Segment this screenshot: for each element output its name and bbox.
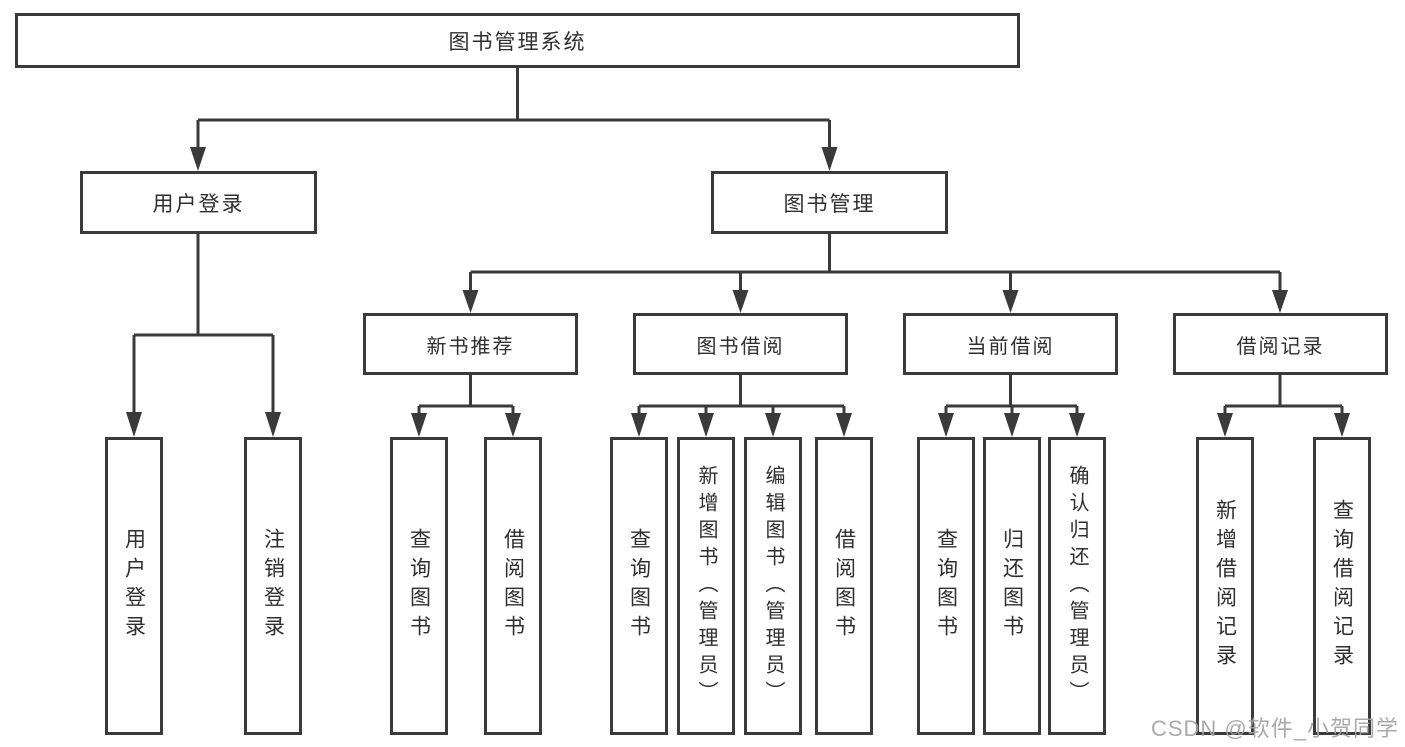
node-book-borrow: 图书借阅 bbox=[633, 313, 848, 375]
node-return-book: 归还图书 bbox=[983, 437, 1041, 735]
node-query-books-borrow: 查询图书 bbox=[610, 437, 668, 735]
node-confirm-return-admin: 确认归还（管理员） bbox=[1048, 437, 1106, 735]
node-query-books-recommend: 查询图书 bbox=[390, 437, 448, 735]
node-new-book-recommend: 新书推荐 bbox=[363, 313, 578, 375]
watermark: CSDN @软件_小贺同学 bbox=[1150, 716, 1399, 741]
node-query-books-current: 查询图书 bbox=[917, 437, 975, 735]
node-library-system: 图书管理系统 bbox=[15, 13, 1020, 68]
node-add-book-admin: 新增图书（管理员） bbox=[677, 437, 735, 735]
node-current-borrow: 当前借阅 bbox=[903, 313, 1118, 375]
node-borrow-records: 借阅记录 bbox=[1173, 313, 1388, 375]
node-borrow-books-recommend: 借阅图书 bbox=[484, 437, 542, 735]
node-book-management: 图书管理 bbox=[711, 171, 948, 234]
node-user-login-leaf: 用户登录 bbox=[105, 437, 163, 735]
node-borrow-books: 借阅图书 bbox=[815, 437, 873, 735]
node-add-borrow-record: 新增借阅记录 bbox=[1196, 437, 1254, 735]
node-user-login: 用户登录 bbox=[80, 171, 317, 234]
node-logout: 注销登录 bbox=[244, 437, 302, 735]
node-edit-book-admin: 编辑图书（管理员） bbox=[744, 437, 802, 735]
node-query-borrow-record: 查询借阅记录 bbox=[1313, 437, 1371, 735]
